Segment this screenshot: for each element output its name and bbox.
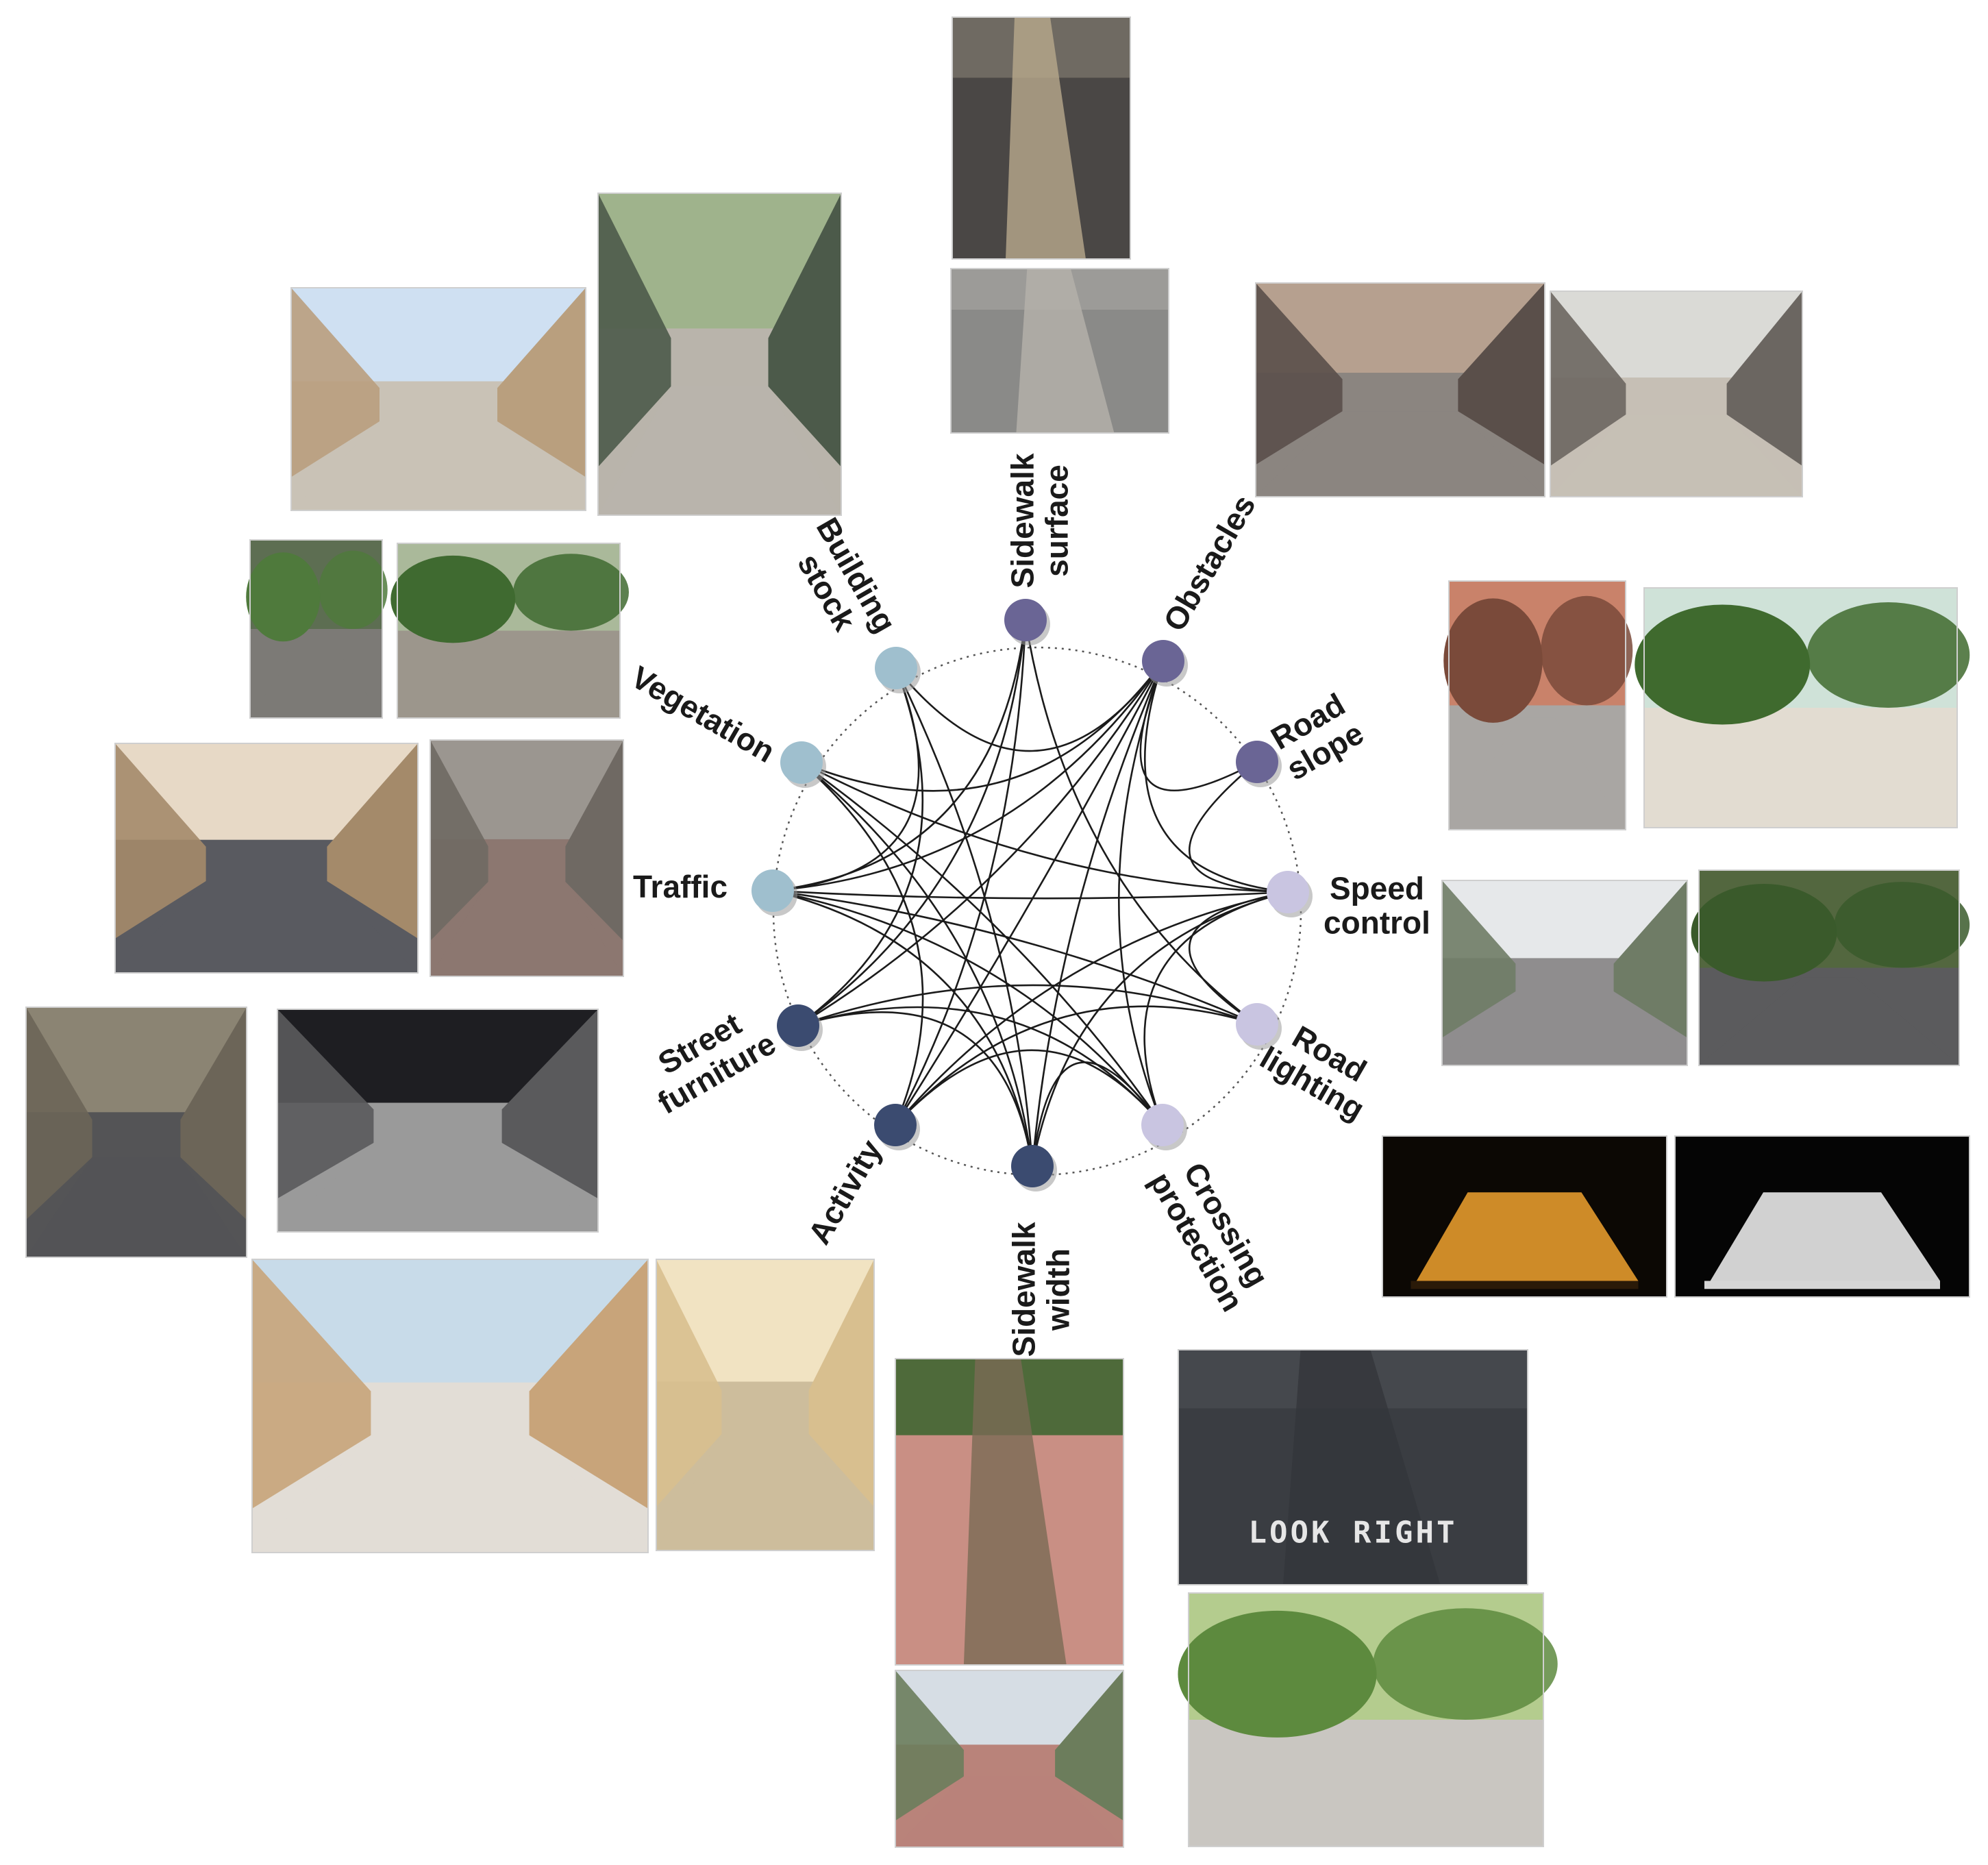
- photo-sidewalk-width-wide: [895, 1670, 1124, 1848]
- node-activity: [874, 1104, 920, 1150]
- label-speed-control-line-1: Speed: [1329, 870, 1425, 906]
- link-obstacles-sidewalk-width: [1031, 660, 1165, 1167]
- node-speed-control: [1267, 871, 1313, 917]
- photo-vegetation-plaza: [390, 543, 629, 719]
- link-street-furniture-sidewalk-width: [797, 1011, 1034, 1167]
- link-obstacles-speed-control: [1144, 660, 1289, 893]
- link-sidewalk-width-crossing-protection: [1031, 1061, 1164, 1167]
- photo-building-stone-wall: [290, 287, 586, 511]
- photo-road-slope-curves: [1443, 580, 1633, 830]
- label-traffic: Traffic: [632, 869, 728, 905]
- link-obstacles-crossing-protection: [1118, 660, 1165, 1126]
- photo-street-furniture-bw: [277, 1009, 599, 1233]
- label-sidewalk-surface-line-2: surface: [1039, 465, 1074, 577]
- link-vegetation-crossing-protection: [801, 761, 1164, 1126]
- photo-traffic-street: [114, 743, 419, 974]
- link-speed-control-road-lighting: [1189, 891, 1289, 1026]
- link-traffic-sidewalk-width: [772, 889, 1034, 1167]
- link-activity-speed-control: [895, 891, 1289, 1126]
- photo-sidewalk-width-wall: [895, 1358, 1124, 1666]
- label-sidewalk-width-line-2: width: [1040, 1248, 1076, 1331]
- link-sidewalk-surface-activity: [894, 619, 1027, 1126]
- photo-road-slope-stairs: [1635, 587, 1970, 828]
- link-traffic-speed-control: [772, 889, 1289, 900]
- node-traffic: [751, 869, 797, 916]
- node-building-stock: [875, 647, 921, 693]
- link-street-furniture-road-lighting: [797, 984, 1258, 1027]
- link-building-stock-street-furniture: [797, 667, 924, 1027]
- link-building-stock-sidewalk-width: [895, 667, 1034, 1167]
- link-obstacles-traffic: [772, 660, 1165, 892]
- link-activity-road-lighting: [895, 1005, 1258, 1126]
- link-obstacles-activity: [894, 660, 1165, 1126]
- node-street-furniture: [777, 1004, 823, 1051]
- photo-crossing-trees: [1178, 1592, 1558, 1847]
- photo-sidewalk-paving: [950, 268, 1169, 434]
- photo-traffic-jam: [430, 739, 624, 977]
- link-vegetation-sidewalk-width: [801, 761, 1034, 1167]
- link-obstacles-street-furniture: [797, 660, 1165, 1027]
- photo-activity-square: [251, 1259, 649, 1553]
- node-crossing-protection: [1141, 1104, 1187, 1150]
- label-speed-control-line-2: control: [1324, 904, 1430, 940]
- node-road-slope: [1236, 741, 1282, 787]
- node-sidewalk-width: [1011, 1145, 1057, 1191]
- road-marking-text: LOOK RIGHT: [1249, 1515, 1458, 1550]
- photo-vegetation-hedge: [246, 539, 388, 719]
- link-traffic-road-lighting: [772, 889, 1258, 1026]
- photo-road-lighting-bw: [1674, 1135, 1970, 1298]
- link-activity-crossing-protection: [895, 1049, 1163, 1126]
- link-road-slope-speed-control: [1189, 761, 1289, 893]
- link-obstacles-vegetation: [801, 660, 1165, 792]
- photo-sidewalk-damaged: [952, 16, 1131, 260]
- node-road-lighting: [1236, 1003, 1282, 1050]
- label-sidewalk-width-line-1: Sidewalk: [1006, 1222, 1042, 1357]
- label-traffic-line-1: Traffic: [632, 869, 728, 905]
- node-vegetation: [780, 741, 826, 788]
- photo-activity-alley: [656, 1259, 875, 1551]
- photo-crossing-look-right: LOOK RIGHT: [1178, 1349, 1528, 1585]
- label-sidewalk-surface-line-1: Sidewalk: [1004, 453, 1041, 589]
- photo-street-furniture-bench: [25, 1006, 247, 1258]
- node-sidewalk-surface: [1004, 599, 1050, 645]
- node-obstacles: [1142, 640, 1188, 687]
- photo-speed-control-roundabout: [1691, 869, 1970, 1066]
- link-speed-control-crossing-protection: [1143, 891, 1289, 1126]
- photo-obstacles-scooters: [1255, 282, 1545, 497]
- link-sidewalk-surface-street-furniture: [797, 619, 1027, 1027]
- photo-road-lighting-night: [1382, 1135, 1667, 1298]
- link-vegetation-speed-control: [801, 761, 1289, 893]
- link-vegetation-activity: [801, 762, 924, 1126]
- photo-speed-control-bollards: [1441, 880, 1688, 1066]
- link-traffic-crossing-protection: [772, 889, 1164, 1126]
- photo-building-arcade: [597, 193, 842, 516]
- photo-obstacles-parked: [1550, 291, 1803, 497]
